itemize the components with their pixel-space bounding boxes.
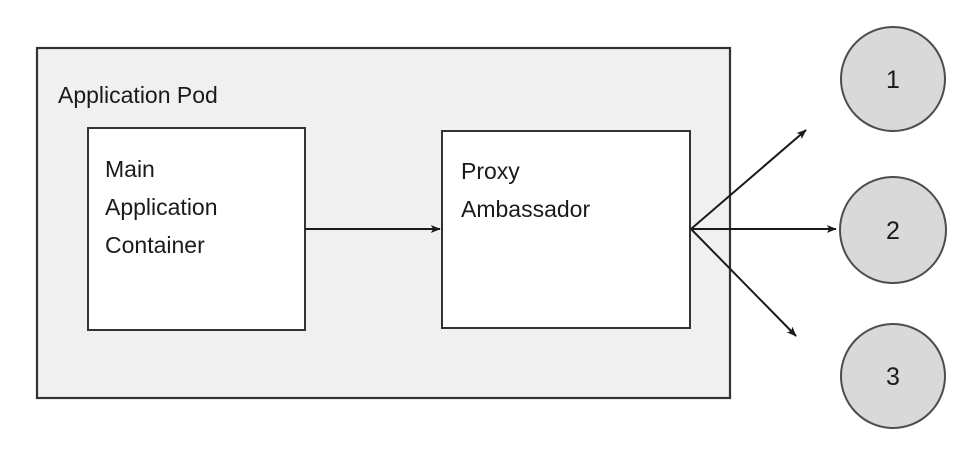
proxy-ambassador-label-line1: Proxy — [461, 158, 520, 184]
external-service-2-circle — [839, 176, 947, 284]
main-application-container-label-line1: Main — [105, 156, 155, 182]
application-pod-label: Application Pod — [58, 82, 218, 108]
proxy-ambassador-label-line2: Ambassador — [461, 196, 590, 222]
external-service-3-circle — [840, 323, 946, 429]
external-service-1-circle — [840, 26, 946, 132]
main-application-container-label-line2: Application — [105, 194, 218, 220]
main-application-container-box — [87, 127, 306, 331]
external-service-1-label: 1 — [886, 66, 900, 94]
external-service-2-label: 2 — [886, 217, 900, 245]
main-application-container-label-line3: Container — [105, 232, 205, 258]
connector-proxy-to-node-1 — [690, 129, 807, 230]
connector-proxy-to-node-3 — [690, 228, 797, 337]
proxy-ambassador-box — [441, 130, 691, 329]
external-service-3-label: 3 — [886, 363, 900, 391]
